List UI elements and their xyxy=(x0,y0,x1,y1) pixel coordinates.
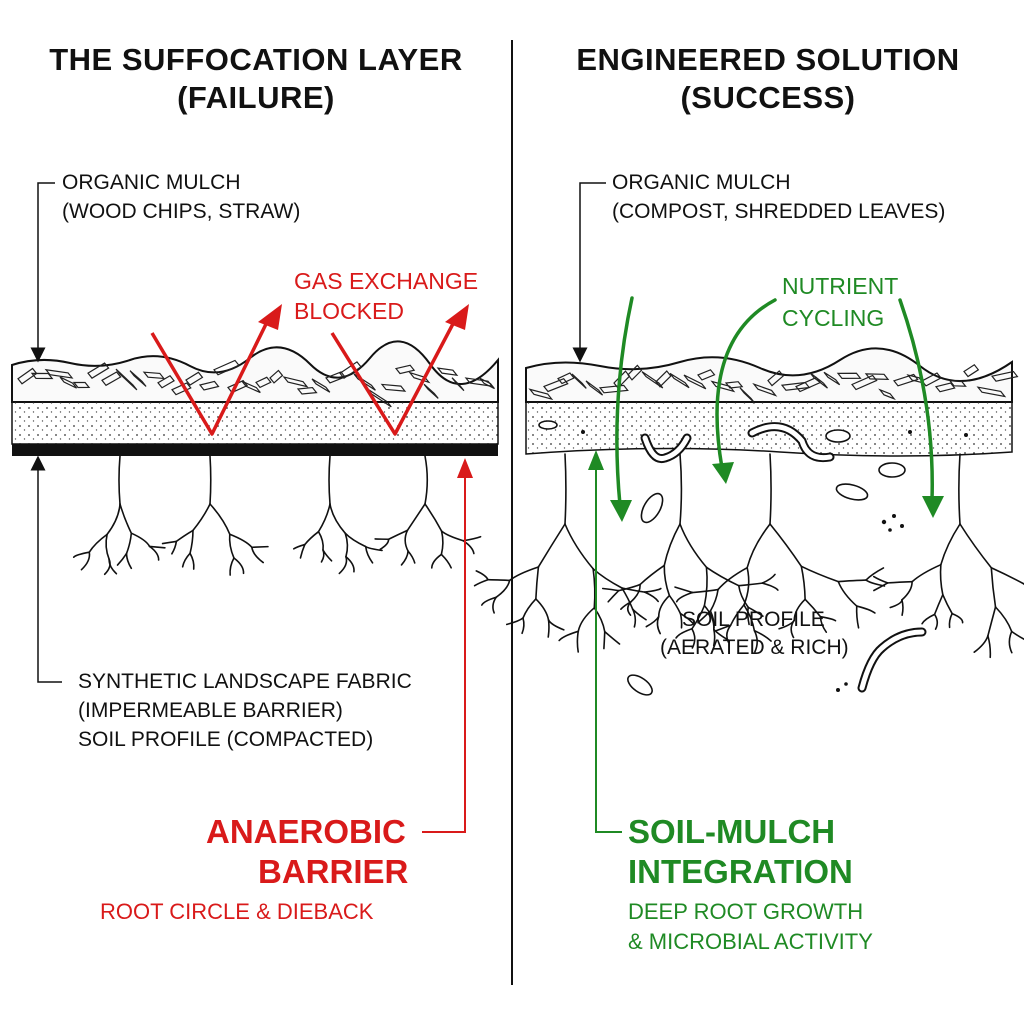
fabric-leader-line xyxy=(30,455,62,683)
success-mulch-label: ORGANIC MULCH xyxy=(612,171,791,194)
mulch-leader-line xyxy=(30,182,55,363)
deep-roots xyxy=(473,453,1024,659)
aerated-soil-label: SOIL PROFILE xyxy=(682,608,825,631)
nutrient-arrow-head xyxy=(922,496,944,518)
gas-exchange-label: GAS EXCHANGE xyxy=(294,268,479,294)
shallow-roots xyxy=(72,455,482,576)
gas-blocked-arrows xyxy=(150,319,457,436)
failure-mulch-label: ORGANIC MULCH xyxy=(62,171,241,194)
failure-soil-section xyxy=(11,182,499,833)
gas-arrow-head xyxy=(258,304,282,330)
microbe xyxy=(627,674,653,696)
aerated-soil-sublabel: (AERATED & RICH) xyxy=(660,636,849,659)
compost-mulch-layer xyxy=(525,347,1013,403)
microbe xyxy=(835,483,869,501)
failure-title-line-2: (FAILURE) xyxy=(177,80,335,115)
microbe xyxy=(878,462,906,478)
nutrient-cycling-arrows xyxy=(615,296,934,507)
success-soil-section xyxy=(473,182,1024,833)
earthworms xyxy=(640,422,927,693)
integration-arrow-head xyxy=(588,450,604,470)
wood-chip-mulch-layer xyxy=(11,340,499,403)
compacted-soil-band xyxy=(11,401,499,445)
dieback-label: ROOT CIRCLE & DIEBACK xyxy=(100,899,374,924)
microbe xyxy=(640,492,664,524)
landscape-fabric-barrier xyxy=(12,444,498,456)
microbes xyxy=(538,420,906,696)
integration-leader-line xyxy=(595,470,622,833)
microbial-activity-label: & MICROBIAL ACTIVITY xyxy=(628,929,873,954)
failure-title-line-1: THE SUFFOCATION LAYER xyxy=(49,42,463,77)
barrier-title: BARRIER xyxy=(258,853,409,890)
integration-title-1: SOIL-MULCH xyxy=(628,813,836,850)
integration-title-2: INTEGRATION xyxy=(628,853,853,890)
gas-blocked-label: BLOCKED xyxy=(294,298,404,324)
nutrient-arrow-head xyxy=(712,462,734,484)
anaerobic-title: ANAEROBIC xyxy=(206,813,406,850)
microbe xyxy=(538,420,558,430)
fabric-label: SYNTHETIC LANDSCAPE FABRIC xyxy=(78,670,412,693)
success-mulch-sublabel: (COMPOST, SHREDDED LEAVES) xyxy=(612,200,946,223)
soil-particles xyxy=(581,430,968,692)
microbe xyxy=(825,429,851,443)
anaerobic-arrow-head xyxy=(457,458,473,478)
failure-mulch-sublabel: (WOOD CHIPS, STRAW) xyxy=(62,200,301,223)
nutrient-arrow-head xyxy=(610,500,632,522)
anaerobic-leader-line xyxy=(422,478,466,833)
success-title-line-2: (SUCCESS) xyxy=(680,80,856,115)
cycling-label: CYCLING xyxy=(782,305,885,331)
compacted-soil-label: SOIL PROFILE (COMPACTED) xyxy=(78,728,374,751)
mulch-leader-line-right xyxy=(572,182,606,363)
success-title-line-1: ENGINEERED SOLUTION xyxy=(576,42,960,77)
deep-root-label: DEEP ROOT GROWTH xyxy=(628,899,864,924)
fabric-sublabel: (IMPERMEABLE BARRIER) xyxy=(78,699,343,722)
gas-arrow-head xyxy=(445,304,469,330)
nutrient-label: NUTRIENT xyxy=(782,273,899,299)
leaf-mulch-texture xyxy=(528,364,1019,404)
